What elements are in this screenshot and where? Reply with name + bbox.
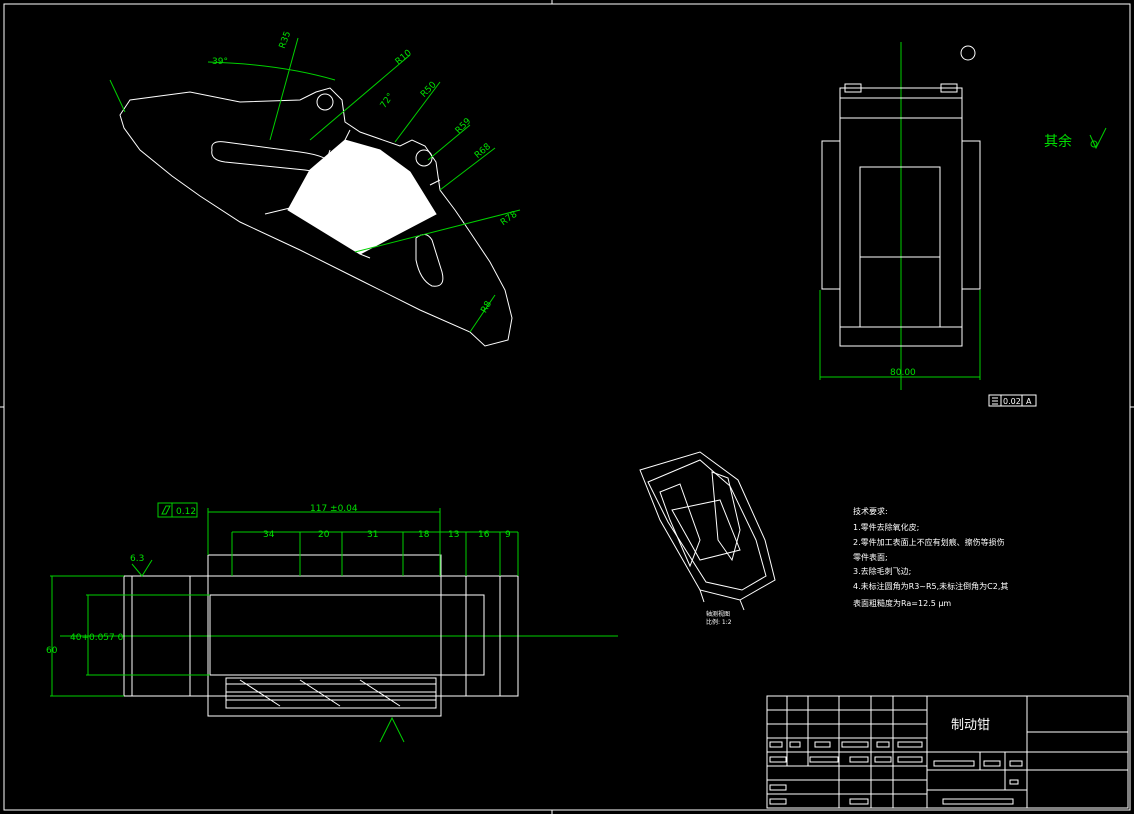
tech-line-1: 1.零件去除氧化皮; [853,522,919,532]
tech-line-5: 4.未标注圆角为R3~R5,未标注倒角为C2,其 [853,581,1008,591]
iso-label-scale: 比例: 1:2 [706,618,732,626]
dim-18: 18 [418,530,430,540]
iso-label-name: 轴测视图 [706,610,730,618]
flatness-value: 0.02 [1003,397,1021,406]
tech-heading: 技术要求: [853,506,888,516]
dim-16: 16 [478,530,490,540]
dim-72: 72° [379,92,396,111]
dim-height-60: 60 [46,646,58,656]
tech-line-2: 2.零件加工表面上不应有划痕、擦伤等损伤 [853,537,1005,547]
dim-r35: R35 [278,30,293,50]
dim-length-117: 117 ±0.04 [310,504,358,514]
dim-20: 20 [318,530,330,540]
dim-r8: R8 [479,299,494,315]
dim-angle-39: 39° [212,57,228,67]
top-view: 60 40+0.057 0 117 ±0.04 34 20 31 18 13 1… [46,502,618,743]
cylindricity-value: 0.12 [176,507,196,517]
dim-r50: R50 [419,80,439,100]
side-view: 80.00 0.02 A 其余 [819,42,1107,407]
dim-9: 9 [505,530,511,540]
part-name: 制动钳 [951,718,990,733]
title-block: 制动钳 [766,695,1129,809]
tech-line-3: 零件表面; [853,552,888,562]
dim-width-80: 80.00 [890,368,916,378]
dim-height-40: 40+0.057 0 [70,633,124,643]
front-view: 39° R35 R10 72° R50 R59 R68 R78 R8 [109,30,521,347]
dim-r10: R10 [394,48,414,67]
dim-r59: R59 [454,116,474,136]
tech-line-4: 3.去除毛刺飞边; [853,566,911,576]
dim-13: 13 [448,530,459,540]
surface-finish-label: 其余 [1044,133,1072,150]
dim-34: 34 [263,530,275,540]
datum-label: A [1026,397,1032,406]
tech-line-6: 表面粗糙度为Ra=12.5 μm [853,598,951,608]
dim-r68: R68 [473,142,493,161]
isometric-view: 轴测视图 比例: 1:2 [639,451,776,626]
tech-requirements: 技术要求: 1.零件去除氧化皮; 2.零件加工表面上不应有划痕、擦伤等损伤 零件… [853,506,1008,608]
dim-r78: R78 [499,210,519,229]
drawing-border [3,3,1131,811]
roughness-label: 6.3 [130,554,144,564]
dim-31: 31 [367,530,378,540]
